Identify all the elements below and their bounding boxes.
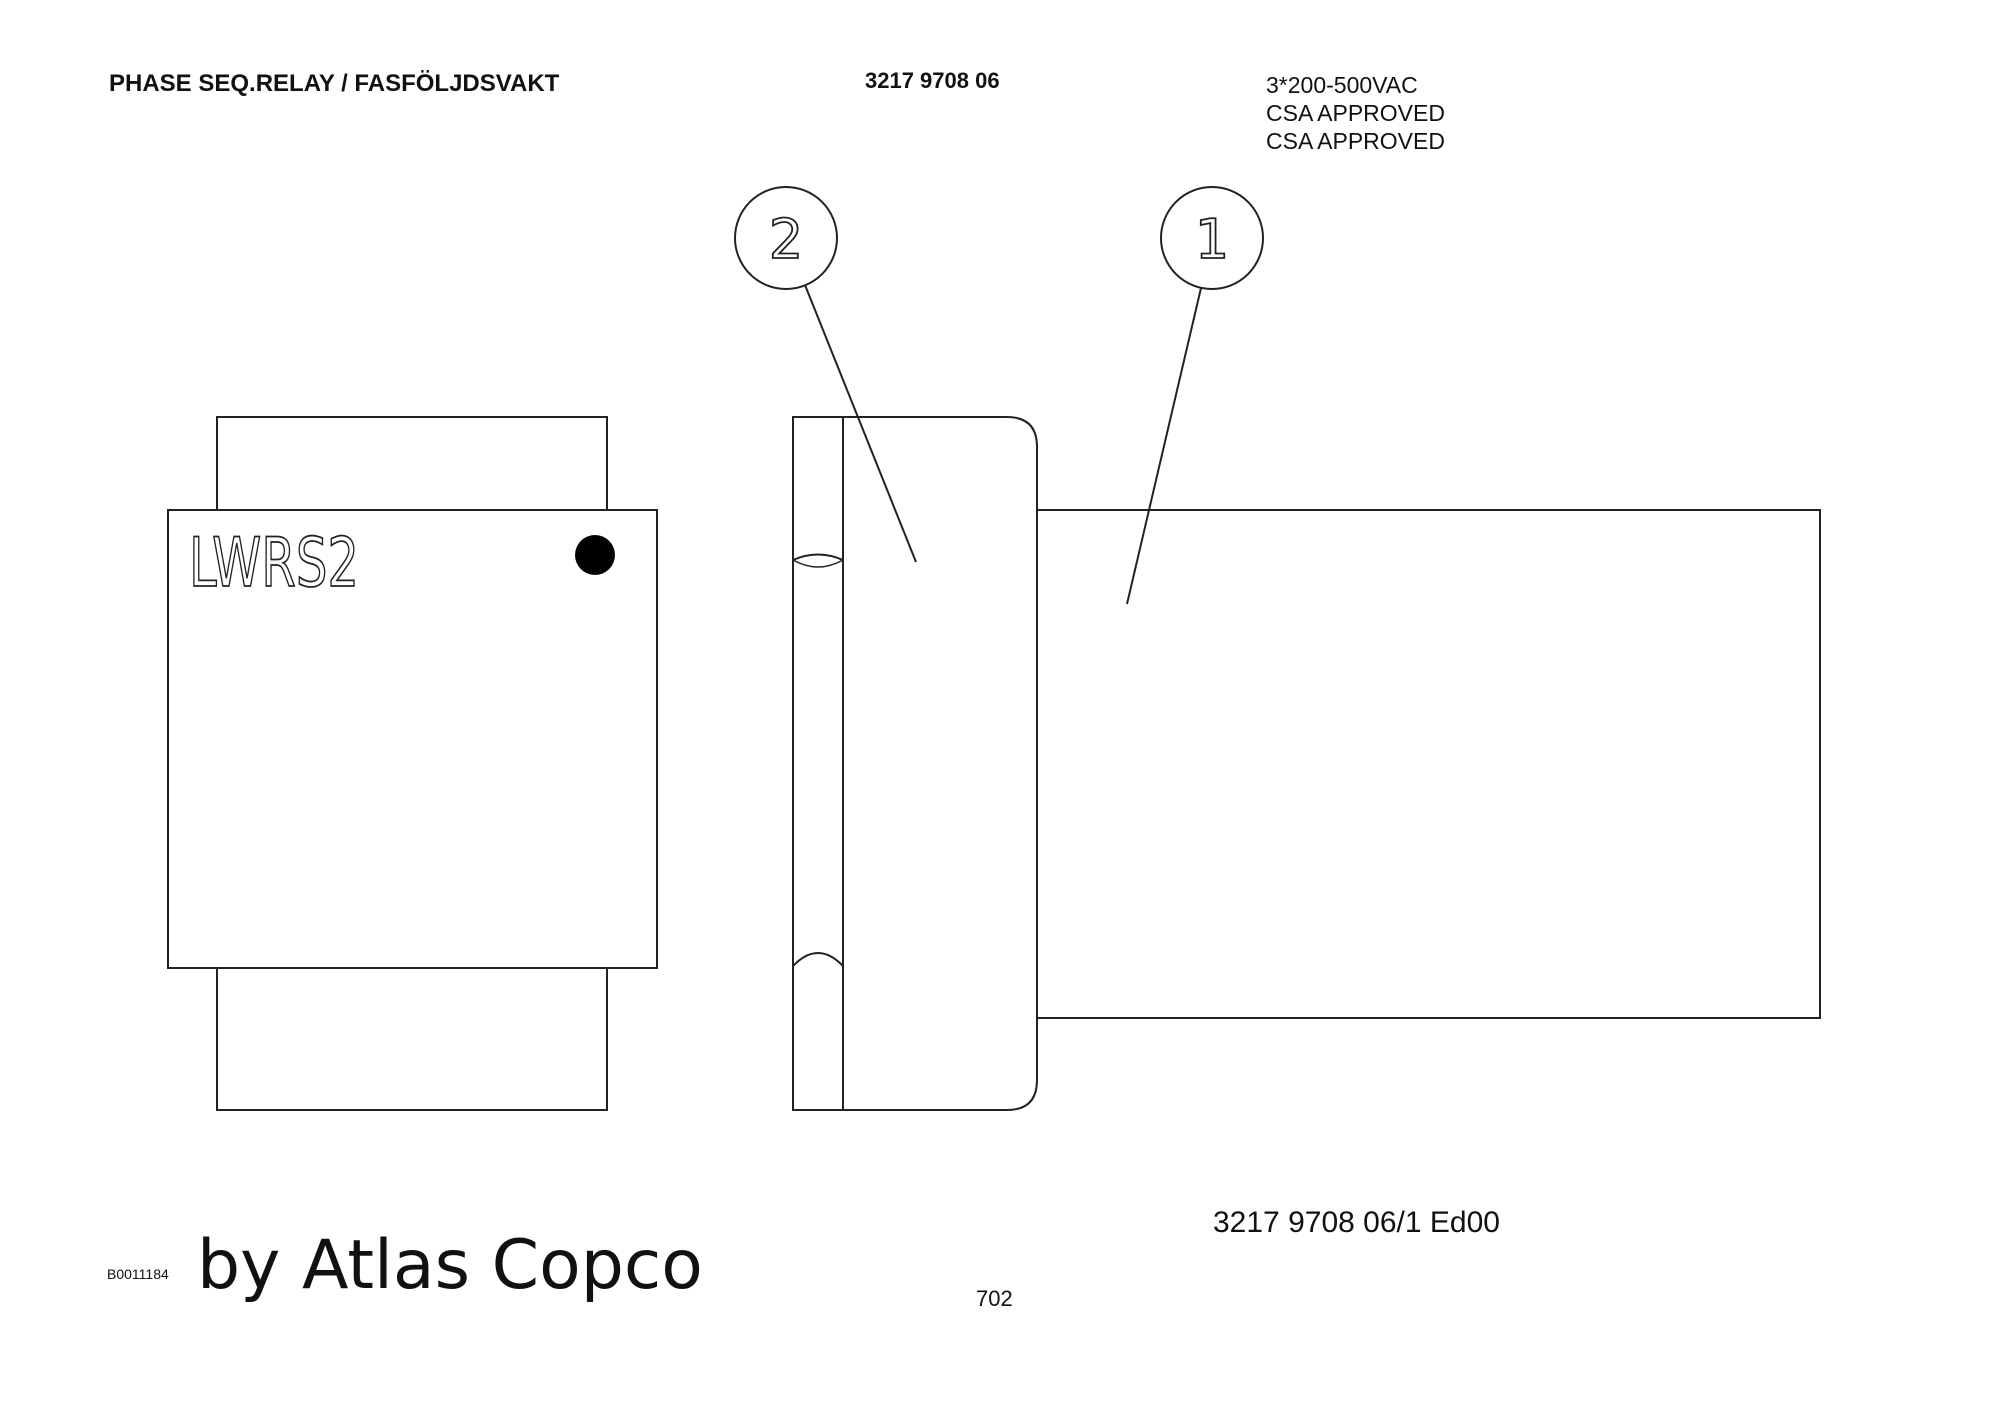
relay-side-view bbox=[792, 416, 1821, 1111]
spec-approval: CSA APPROVED bbox=[1266, 100, 1445, 126]
relay-front-view bbox=[167, 416, 658, 1111]
leader-line bbox=[804, 284, 917, 563]
callout-bubble bbox=[734, 186, 838, 290]
spec-voltage: 3*200-500VAC bbox=[1266, 72, 1418, 98]
front-bottom-terminal-block bbox=[216, 967, 608, 1111]
device-model-label: LWRS2 bbox=[189, 524, 359, 603]
side-body bbox=[1036, 509, 1821, 1019]
page-number: 702 bbox=[976, 1286, 1013, 1311]
part-number: 3217 9708 06 bbox=[865, 68, 1000, 93]
spec-approval: CSA APPROVED bbox=[1266, 128, 1445, 154]
leader-line bbox=[1126, 287, 1202, 605]
image-id: B0011184 bbox=[107, 1266, 169, 1282]
callout-number: 1 bbox=[1195, 208, 1229, 271]
callout-bubble bbox=[1160, 186, 1264, 290]
callout-2 bbox=[734, 186, 917, 563]
callout-1 bbox=[1126, 186, 1264, 605]
front-top-terminal-block bbox=[216, 416, 608, 511]
upper-clip-arc bbox=[792, 559, 844, 568]
spec-list: 3*200-500VAC CSA APPROVED CSA APPROVED bbox=[1266, 71, 1445, 155]
status-led-icon bbox=[575, 535, 615, 575]
callout-number: 2 bbox=[769, 208, 803, 271]
drawing-title: PHASE SEQ.RELAY / FASFÖLJDSVAKT bbox=[109, 70, 560, 97]
upper-clip bbox=[792, 553, 844, 561]
brand-credit: by Atlas Copco bbox=[197, 1226, 703, 1305]
lower-clip bbox=[792, 952, 844, 967]
side-base bbox=[792, 416, 1038, 1111]
document-reference: 3217 9708 06/1 Ed00 bbox=[1213, 1206, 1500, 1239]
